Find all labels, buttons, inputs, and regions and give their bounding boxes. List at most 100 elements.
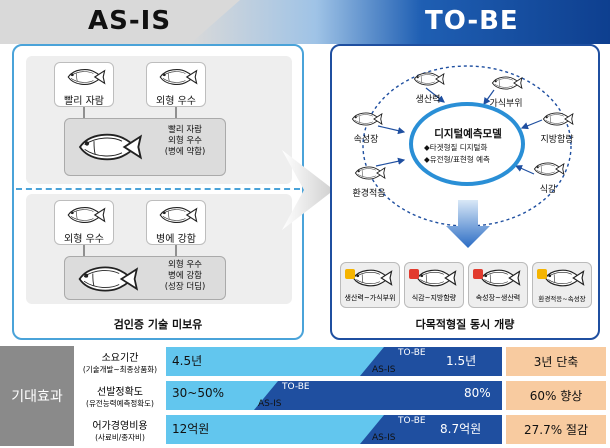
connector-lines <box>83 107 177 119</box>
model-item: ◆타겟형질 디지털화 <box>424 143 488 152</box>
trait-node-adapt: 환경적응 <box>346 164 392 199</box>
result-value: 3년 단축 <box>533 355 579 369</box>
trait-node-growth: 속성장 <box>346 110 386 145</box>
as-is-value: 30~50% <box>172 386 224 400</box>
to-be-value: 80% <box>464 386 491 400</box>
to-be-tag: TO-BE <box>398 416 426 426</box>
effects-label-box: 기대효과 <box>0 346 74 446</box>
effect-sub: (사료비/종자비) <box>95 433 145 442</box>
result-box: 환경적응~속성장 <box>532 262 592 308</box>
fish-label: 병에 강함 <box>156 234 196 245</box>
as-is-value: 12억원 <box>172 422 210 436</box>
combined-line: (성장 더딤) <box>164 282 206 292</box>
result-marker-icon <box>345 269 355 279</box>
trait-label: 지방함량 <box>540 135 574 145</box>
fish-icon <box>349 110 383 128</box>
model-item: ◆유전형/표현형 예측 <box>424 155 490 164</box>
result-value: 27.7% 절감 <box>523 423 589 437</box>
fish-icon <box>156 204 198 226</box>
result-marker-icon <box>473 269 483 279</box>
trait-label: 속성장 <box>353 135 379 145</box>
effect-name: 소요기간 <box>101 353 139 364</box>
fish-good-shape: 외형 우수 <box>146 62 206 107</box>
down-arrow-icon <box>446 200 490 248</box>
to-be-tag: TO-BE <box>398 348 426 358</box>
result-marker-icon <box>537 269 547 279</box>
to-be-title: TO-BE <box>425 6 519 36</box>
result-value: 60% 향상 <box>529 389 583 403</box>
fish-icon <box>541 267 585 289</box>
result-row: 생산력~가식부위 식감~지방함량 속성장~생산력 환경적응~속성장 <box>340 262 592 308</box>
result-label: 환경적응~속성장 <box>538 295 586 303</box>
fish-disease-resistant: 병에 강함 <box>146 200 206 245</box>
effect-name-cell: 소요기간 (기술개발~최종상품화) <box>76 346 164 376</box>
fish-icon <box>64 66 106 88</box>
trait-label: 환경적응 <box>352 189 386 199</box>
effect-sub: (유전능력예측정확도) <box>86 399 154 408</box>
fish-fast-growth: 빨리 자람 <box>54 62 114 107</box>
effect-sub: (기술개발~최종상품화) <box>82 365 158 374</box>
fish-label: 외형 우수 <box>64 234 104 245</box>
fish-icon <box>411 70 445 88</box>
fish-good-shape-2: 외형 우수 <box>54 200 114 245</box>
fish-icon <box>73 262 139 296</box>
result-box: 속성장~생산력 <box>468 262 528 308</box>
to-be-bar <box>254 381 502 410</box>
result-cell: 60% 향상 <box>506 381 606 410</box>
trait-node-texture: 식감 <box>528 160 568 195</box>
to-be-value: 1.5년 <box>446 354 477 368</box>
fish-icon <box>477 267 521 289</box>
result-box: 생산력~가식부위 <box>340 262 400 308</box>
result-cell: 3년 단축 <box>506 347 606 376</box>
result-cell: 27.7% 절감 <box>506 415 606 444</box>
to-be-value: 8.7억원 <box>440 422 482 436</box>
combined-line: (병에 약함) <box>164 147 206 157</box>
effect-name-cell: 어가경영비용 (사료비/종자비) <box>76 414 164 446</box>
combined-fish-top: 빨리 자람 외형 우수 (병에 약함) <box>64 118 226 176</box>
as-is-tag: AS-IS <box>372 365 396 375</box>
effect-name: 선발정확도 <box>97 387 143 398</box>
to-be-bar <box>360 347 502 376</box>
as-is-tag: AS-IS <box>372 433 396 443</box>
combined-line: 빨리 자람 <box>168 125 202 135</box>
as-is-tag: AS-IS <box>258 399 282 409</box>
result-label: 식감~지방함량 <box>411 294 457 302</box>
combined-line: 외형 우수 <box>168 136 202 146</box>
trait-label: 식감 <box>539 185 557 195</box>
result-box: 식감~지방함량 <box>404 262 464 308</box>
as-is-value: 4.5년 <box>172 354 203 368</box>
trait-node-edible: 가식부위 <box>484 74 528 109</box>
connector-lines <box>83 245 177 257</box>
combined-line: 병에 강함 <box>168 271 202 281</box>
fish-icon <box>73 129 143 165</box>
fish-icon <box>156 66 198 88</box>
result-marker-icon <box>409 269 419 279</box>
as-is-caption: 검인증 기술 미보유 <box>113 318 203 331</box>
to-be-caption: 다목적형질 동시 개량 <box>415 318 515 331</box>
trait-label: 생산력 <box>415 95 441 105</box>
fish-icon <box>413 267 457 289</box>
to-be-header-bg <box>190 0 610 44</box>
trait-node-fat: 지방함량 <box>534 110 580 145</box>
to-be-bar <box>360 415 502 444</box>
effect-name: 어가경영비용 <box>92 421 148 432</box>
fish-icon <box>352 164 386 182</box>
result-label: 생산력~가식부위 <box>344 294 396 302</box>
fish-label: 외형 우수 <box>156 96 196 107</box>
model-title: 디지털예측모델 <box>434 128 502 140</box>
transition-arrow-icon <box>282 150 334 230</box>
trait-label: 가식부위 <box>489 99 523 109</box>
fish-icon <box>349 267 393 289</box>
fish-label: 빨리 자람 <box>64 96 104 107</box>
effect-name-cell: 선발정확도 (유전능력예측정확도) <box>76 380 164 410</box>
fish-icon <box>64 204 106 226</box>
result-label: 속성장~생산력 <box>475 294 521 302</box>
combined-line: 외형 우수 <box>168 260 202 270</box>
effects-label: 기대효과 <box>11 389 63 405</box>
to-be-tag: TO-BE <box>282 382 310 392</box>
as-is-title: AS-IS <box>88 6 172 36</box>
fish-icon <box>489 74 523 92</box>
trait-node-production: 생산력 <box>408 70 448 105</box>
fish-icon <box>531 160 565 178</box>
combined-fish-bottom: 외형 우수 병에 강함 (성장 더딤) <box>64 256 226 300</box>
